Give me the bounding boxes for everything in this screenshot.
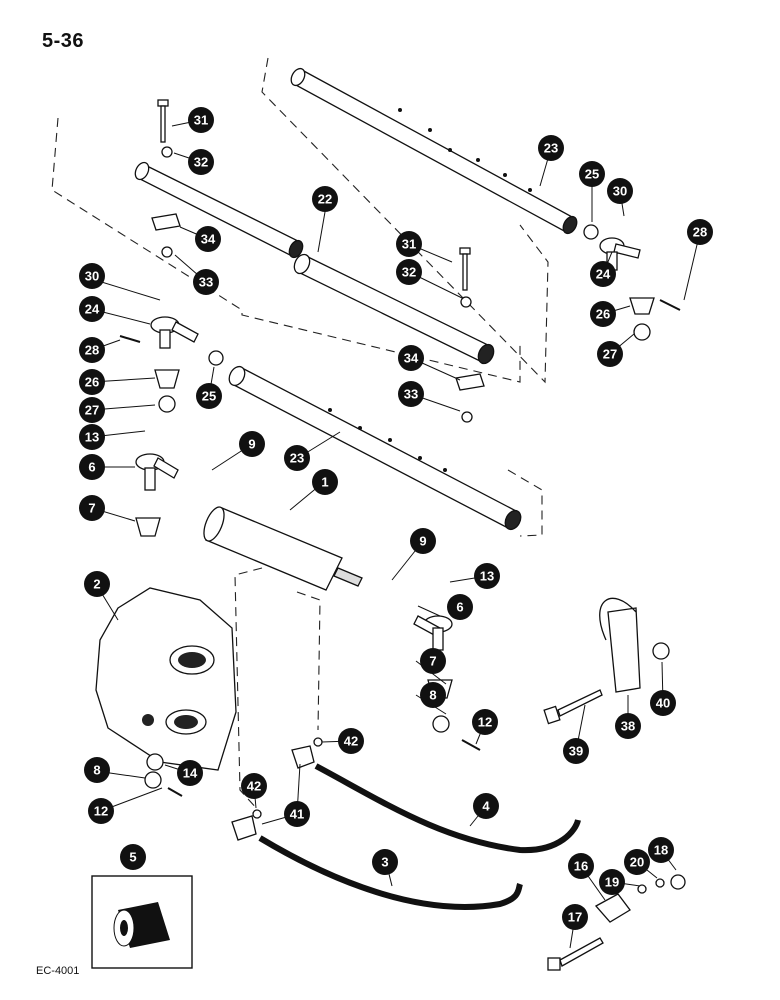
tie-rod-end-icon: [413, 615, 453, 651]
seal-icon: [313, 737, 323, 747]
tube-icon: [290, 67, 578, 235]
nut-icon: [158, 395, 176, 413]
bolt-icon: [157, 99, 169, 143]
washer-icon: [460, 296, 472, 308]
washer-icon: [655, 878, 665, 888]
nut-icon: [161, 246, 173, 258]
seal-icon: [427, 679, 453, 699]
hose-link-left: [234, 567, 263, 811]
cotter-pin-icon: [119, 335, 141, 343]
tube-icon: [134, 161, 304, 259]
nut-icon: [633, 323, 651, 341]
lower-tube-group-outline: [507, 469, 543, 537]
figure-code: EC-4001: [36, 965, 80, 977]
seal-icon: [91, 875, 193, 969]
tie-rod-end-icon: [135, 453, 179, 491]
bolt-icon: [543, 689, 603, 725]
clip-icon: [151, 213, 181, 231]
hose-link-right: [296, 591, 321, 731]
clip-icon: [599, 597, 641, 693]
nut-icon: [670, 874, 686, 890]
bolt-icon: [459, 247, 471, 291]
tube-icon: [228, 365, 522, 531]
bracket-icon: [95, 587, 237, 771]
nut-icon: [652, 642, 670, 660]
cotter-pin-icon: [659, 299, 681, 311]
bolt-icon: [547, 937, 604, 971]
tie-rod-end-icon: [150, 316, 199, 349]
hose-icon: [258, 835, 523, 910]
seal-icon: [629, 297, 655, 315]
upper-tube-group-outline: [261, 57, 549, 384]
hose-icon: [314, 763, 581, 854]
middle-tube-group-outline: [51, 117, 521, 383]
seal-icon: [252, 809, 262, 819]
clip-icon: [455, 373, 485, 391]
cylinder-icon: [203, 506, 363, 591]
washer-icon: [161, 146, 173, 158]
tie-rod-end-icon: [599, 237, 641, 271]
page-number: 5-36: [42, 30, 85, 52]
washer-icon: [208, 350, 224, 366]
seal-icon: [154, 369, 180, 389]
nut-icon: [144, 771, 162, 789]
washer-icon: [146, 753, 164, 771]
clip-icon: [594, 893, 631, 923]
cotter-pin-icon: [167, 787, 183, 797]
cotter-pin-icon: [461, 739, 481, 751]
seal-icon: [135, 517, 161, 537]
tube-icon: [293, 253, 495, 365]
nut-icon: [432, 715, 450, 733]
nut-icon: [461, 411, 473, 423]
fitting-icon: [231, 815, 257, 841]
washer-icon: [583, 224, 599, 240]
washer-icon: [637, 884, 647, 894]
fitting-icon: [291, 745, 315, 769]
